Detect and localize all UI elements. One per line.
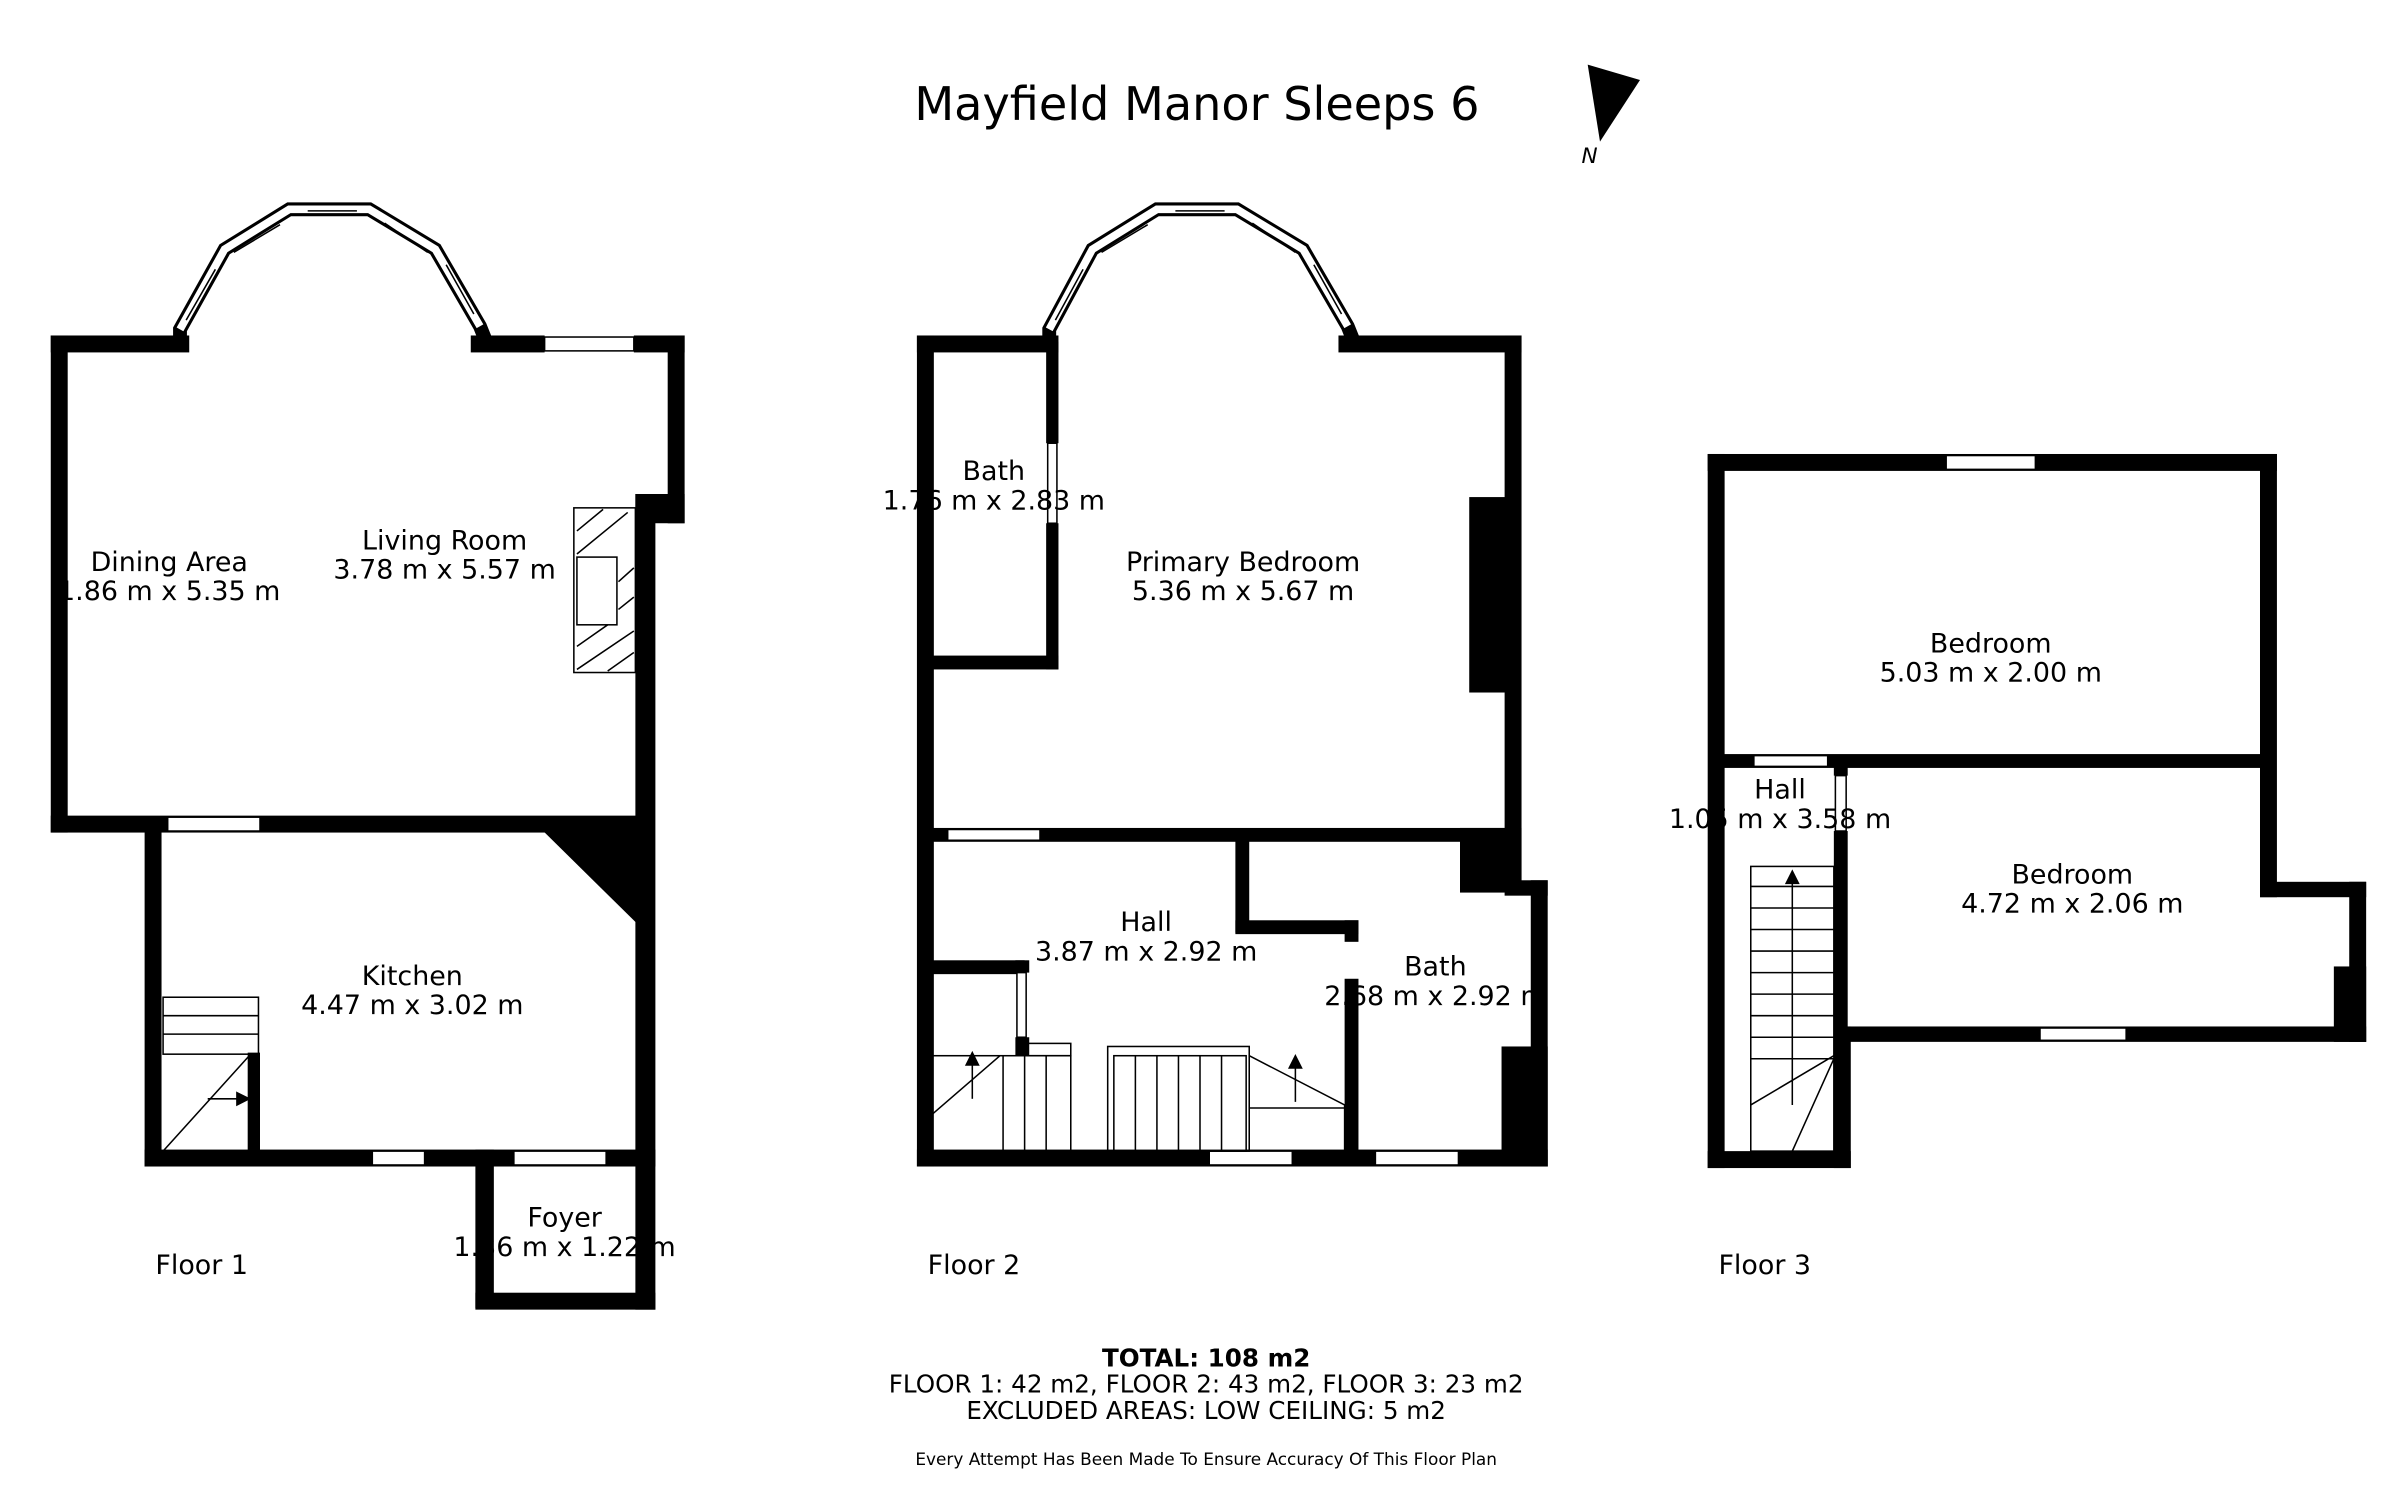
plan-title: Mayfield Manor Sleeps 6 <box>914 77 1479 131</box>
room-name-dining-area: Dining Area <box>91 547 248 578</box>
floor-label-2: Floor 2 <box>928 1250 1021 1281</box>
room-name-bath-upper: Bath <box>963 456 1026 487</box>
room-name-primary-bedroom: Primary Bedroom <box>1126 547 1360 578</box>
floor-label-3: Floor 3 <box>1718 1250 1811 1281</box>
floor-label-1: Floor 1 <box>155 1250 248 1281</box>
total-area: TOTAL: 108 m2 <box>1102 1344 1310 1373</box>
floor-areas: FLOOR 1: 42 m2, FLOOR 2: 43 m2, FLOOR 3:… <box>889 1370 1524 1399</box>
room-name-bedroom-lower: Bedroom <box>2011 859 2133 890</box>
room-name-kitchen: Kitchen <box>362 961 463 992</box>
room-dims-bedroom-upper: 5.03 m x 2.00 m <box>1880 658 2102 689</box>
floor-2-plan <box>916 202 1548 1167</box>
excluded-areas: EXCLUDED AREAS: LOW CEILING: 5 m2 <box>966 1396 1446 1425</box>
room-dims-living-room: 3.78 m x 5.57 m <box>333 555 555 586</box>
north-label: N <box>1582 144 1598 169</box>
floor-1-plan <box>50 202 685 1310</box>
room-dims-bedroom-lower: 4.72 m x 2.06 m <box>1961 889 2183 920</box>
room-dims-hall-floor3: 1.05 m x 3.58 m <box>1669 804 1891 835</box>
room-dims-hall-floor2: 3.87 m x 2.92 m <box>1035 936 1257 967</box>
room-name-hall-floor2: Hall <box>1120 907 1172 938</box>
room-name-foyer: Foyer <box>527 1203 602 1234</box>
room-dims-foyer: 1.36 m x 1.22 m <box>453 1232 675 1263</box>
room-dims-dining-area: 1.86 m x 5.35 m <box>58 576 280 607</box>
bay-window-floor1 <box>173 202 493 345</box>
room-name-bedroom-upper: Bedroom <box>1930 629 2052 660</box>
disclaimer: Every Attempt Has Been Made To Ensure Ac… <box>915 1449 1497 1469</box>
room-name-hall-floor3: Hall <box>1754 775 1806 806</box>
room-name-living-room: Living Room <box>362 525 527 556</box>
room-dims-bath-lower: 2.68 m x 2.92 m <box>1324 981 1546 1012</box>
room-name-bath-lower: Bath <box>1404 952 1467 983</box>
room-dims-bath-upper: 1.76 m x 2.83 m <box>883 485 1105 516</box>
north-arrow-icon <box>1587 64 1640 142</box>
room-dims-primary-bedroom: 5.36 m x 5.67 m <box>1132 576 1354 607</box>
floor-3-plan <box>1707 453 2367 1169</box>
room-dims-kitchen: 4.47 m x 3.02 m <box>301 990 523 1021</box>
